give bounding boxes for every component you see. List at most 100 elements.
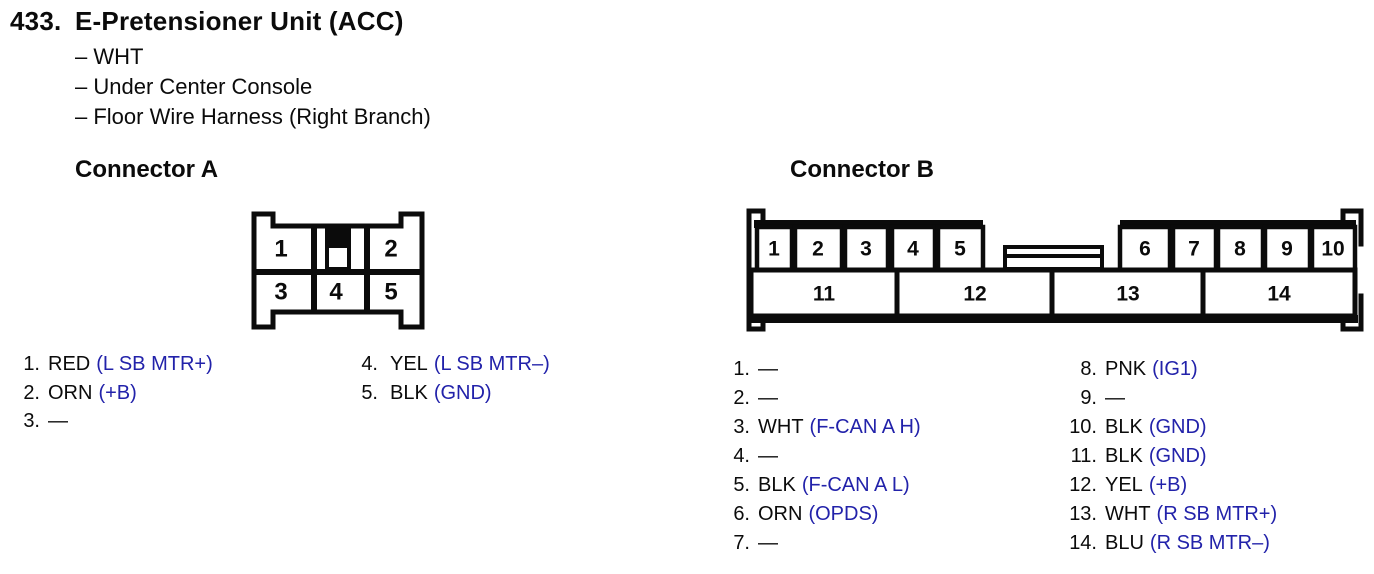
conn-a-pin-1-label: 1: [274, 236, 287, 263]
pin-wire-color: YEL: [390, 353, 428, 375]
conn-b-pin-12-label: 12: [963, 283, 986, 306]
pin-number: 9.: [1080, 387, 1097, 409]
connector-a-keyway-filled: [325, 227, 351, 246]
pin-number: 12.: [1069, 474, 1097, 496]
connector-b-diagram: 1 2 3 4 5 6 7 8 9 10 11 12 13 14: [746, 208, 1364, 332]
conn-a-pin-4-label: 4: [329, 279, 343, 306]
conn-b-pin-14-label: 14: [1267, 283, 1291, 306]
pin-row: 9. —: [1055, 384, 1277, 413]
pin-wire-color: BLK: [758, 474, 796, 496]
connector-b-bottom-row-dividers: [894, 270, 1206, 316]
page-title: 433. E-Pretensioner Unit (ACC): [10, 6, 404, 37]
pin-number: 6.: [733, 503, 750, 525]
pin-number: 3.: [23, 410, 40, 432]
connector-a-pin-list-col1: 1. RED (L SB MTR+) 2. ORN (+B) 3. —: [10, 350, 213, 436]
pin-signal: (GND): [1148, 416, 1207, 438]
pin-signal: (R SB MTR+): [1156, 503, 1278, 525]
pin-wire-color: BLU: [1105, 532, 1144, 554]
pin-wire-color: BLK: [390, 381, 428, 404]
pin-row: 1. RED (L SB MTR+): [10, 350, 213, 379]
pin-wire-color: WHT: [758, 416, 804, 438]
conn-b-pin-1-label: 1: [768, 238, 780, 261]
pin-wire-color: RED: [48, 353, 91, 375]
conn-b-cell-10: [1309, 224, 1358, 273]
pin-row: 10. BLK (GND): [1055, 413, 1277, 442]
conn-b-cell-8: [1215, 224, 1266, 273]
pin-row: 2. ORN (+B): [10, 379, 213, 408]
pin-signal: (R SB MTR–): [1149, 532, 1270, 554]
conn-a-pin-2-label: 2: [384, 236, 397, 263]
conn-b-pin-11-label: 11: [813, 283, 836, 306]
pin-wire-color: —: [758, 532, 778, 554]
pin-signal: (L SB MTR–): [433, 353, 550, 375]
detail-lines: – WHT– Under Center Console– Floor Wire …: [75, 42, 431, 132]
conn-b-pin-3-label: 3: [860, 238, 872, 261]
pin-wire-color: —: [758, 445, 778, 467]
pin-row: 11. BLK (GND): [1055, 442, 1277, 471]
pin-row: 5. BLK (F-CAN A L): [720, 471, 921, 500]
pin-row: 4. YEL (L SB MTR–): [348, 350, 550, 379]
pin-signal: (L SB MTR+): [96, 353, 213, 375]
pin-row: 12. YEL (+B): [1055, 471, 1277, 500]
pin-row: 1. —: [720, 355, 921, 384]
connector-b-pin-list-col1: 1. — 2. — 3. WHT (F-CAN A H) 4. — 5. BLK…: [720, 355, 921, 558]
pin-number: 4.: [733, 445, 750, 467]
connector-b-pin-labels: 1 2 3 4 5 6 7 8 9 10 11 12 13 14: [768, 238, 1345, 306]
pin-signal: (+B): [1148, 474, 1188, 496]
pin-row: 7. —: [720, 529, 921, 558]
connector-a-pin-list-col2: 4. YEL (L SB MTR–) 5. BLK (GND): [348, 350, 550, 408]
pin-row: 8. PNK (IG1): [1055, 355, 1277, 384]
pin-row: 2. —: [720, 384, 921, 413]
conn-b-pin-2-label: 2: [812, 238, 824, 261]
detail-line: – WHT: [75, 44, 144, 69]
conn-b-pin-10-label: 10: [1321, 238, 1344, 261]
pin-number: 8.: [1080, 358, 1097, 380]
conn-b-cell-1: [754, 224, 795, 273]
pin-number: 1.: [733, 358, 750, 380]
section-number: 433.: [10, 6, 62, 36]
pin-wire-color: BLK: [1105, 445, 1143, 467]
pin-wire-color: BLK: [1105, 416, 1143, 438]
conn-b-pin-5-label: 5: [954, 238, 966, 261]
connector-b-heading: Connector B: [790, 156, 934, 183]
conn-a-pin-5-label: 5: [384, 279, 397, 306]
pin-wire-color: ORN: [48, 381, 93, 404]
pin-row: 3. —: [10, 407, 213, 436]
connector-a-keyway-slot: [325, 244, 351, 271]
pin-wire-color: WHT: [1105, 503, 1151, 525]
connector-a-heading: Connector A: [75, 156, 219, 183]
pin-signal: (OPDS): [808, 503, 879, 525]
pin-number: 14.: [1069, 532, 1097, 554]
pin-row: 13. WHT (R SB MTR+): [1055, 500, 1277, 529]
pin-row: 6. ORN (OPDS): [720, 500, 921, 529]
pin-row: 4. —: [720, 442, 921, 471]
conn-a-pin-3-label: 3: [274, 279, 287, 306]
pin-wire-color: —: [1105, 387, 1125, 409]
pin-number: 13.: [1069, 503, 1097, 525]
conn-b-pin-9-label: 9: [1281, 238, 1293, 261]
pin-row: 5. BLK (GND): [348, 379, 550, 408]
pin-row: 14. BLU (R SB MTR–): [1055, 529, 1277, 558]
conn-b-cell-5: [935, 224, 986, 273]
section-title: E-Pretensioner Unit (ACC): [75, 6, 404, 36]
pin-wire-color: —: [758, 358, 778, 380]
connector-b-bottom-right-hook: [1340, 293, 1364, 332]
pin-number: 7.: [733, 532, 750, 554]
pin-wire-color: PNK: [1105, 358, 1147, 380]
connector-b-pin-list-col2: 8. PNK (IG1) 9. — 10. BLK (GND) 11. BLK …: [1055, 355, 1277, 558]
connector-a-cell-dividers: [311, 226, 370, 312]
pin-number: 11.: [1070, 445, 1097, 467]
connector-b-top-right-hook: [1340, 208, 1364, 247]
pin-row: 3. WHT (F-CAN A H): [720, 413, 921, 442]
pin-signal: (F-CAN A H): [809, 416, 921, 438]
detail-line: – Under Center Console: [75, 74, 313, 99]
pin-signal: (F-CAN A L): [801, 474, 910, 496]
pin-wire-color: —: [758, 387, 778, 409]
pin-number: 5.: [733, 474, 750, 496]
pin-signal: (GND): [1148, 445, 1207, 467]
pin-wire-color: —: [48, 410, 68, 432]
pin-number: 10.: [1069, 416, 1097, 438]
pin-number: 4.: [361, 353, 378, 375]
pin-number: 1.: [23, 353, 40, 375]
